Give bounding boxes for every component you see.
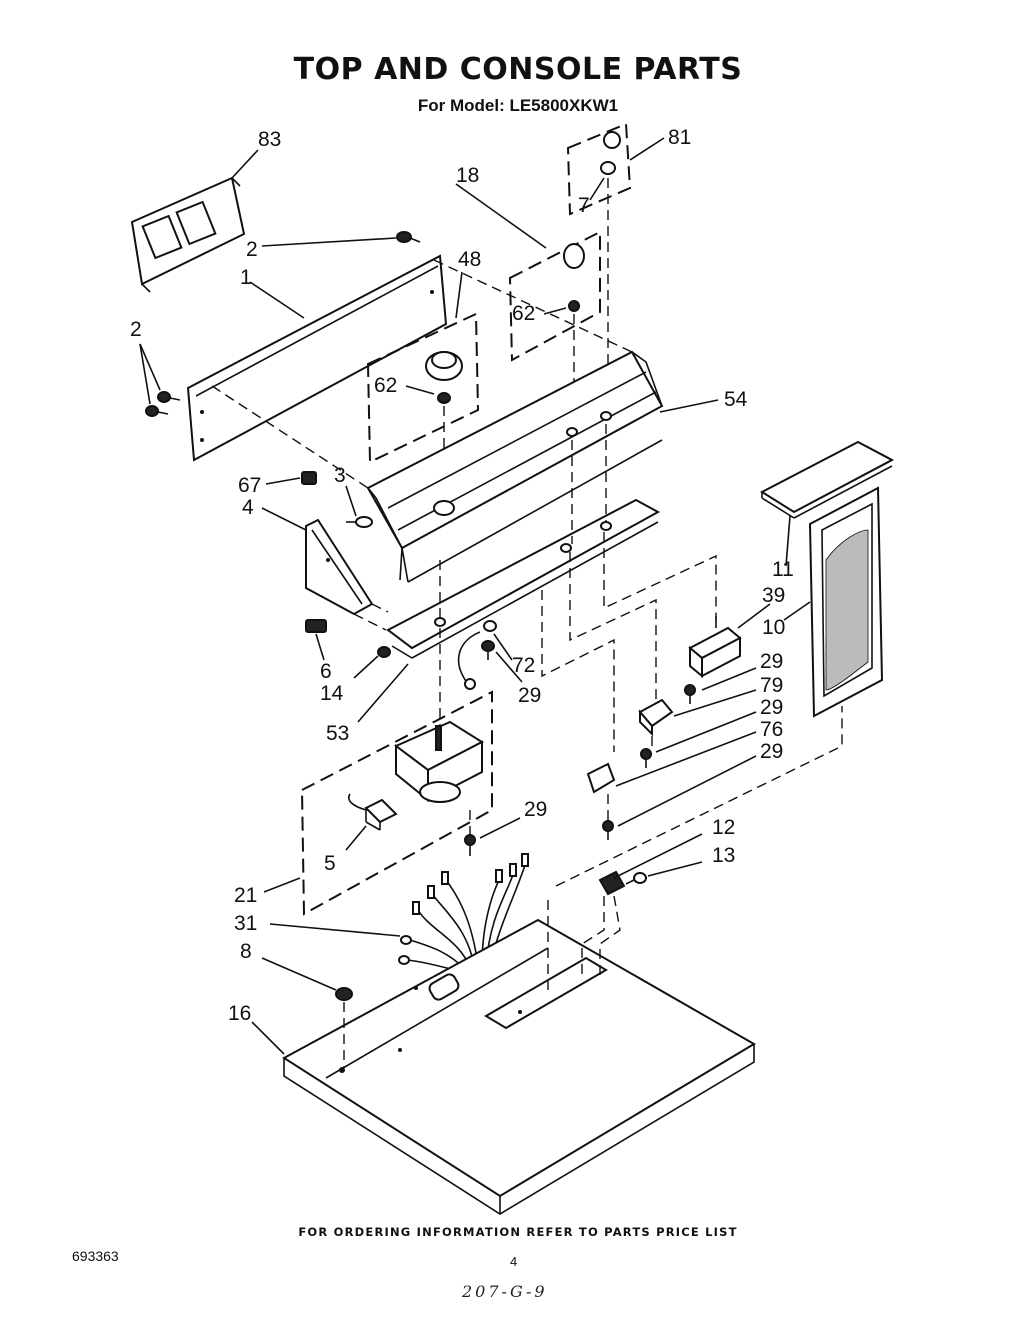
label-14: 14 [320, 682, 344, 705]
part-number-labels: 83 2 1 2 48 18 81 7 62 62 54 67 3 4 6 14… [130, 126, 794, 1025]
label-31: 31 [234, 912, 257, 935]
part-2-screws [145, 231, 421, 417]
label-48: 48 [458, 248, 481, 271]
label-29-e: 29 [524, 798, 547, 821]
part-1-back-panel [186, 254, 448, 462]
label-10: 10 [762, 616, 785, 639]
label-62-upper: 62 [512, 302, 535, 325]
label-7: 7 [578, 194, 590, 217]
part-21-timer-group [301, 631, 493, 916]
part-4-side-bracket [305, 518, 389, 631]
label-21: 21 [234, 884, 257, 907]
part-10-lint-screen [808, 486, 884, 718]
label-29-c: 29 [760, 696, 783, 719]
label-62-lower: 62 [374, 374, 397, 397]
part-81-knob-group [566, 122, 632, 216]
label-79: 79 [760, 674, 783, 697]
part-12-13-fasteners [598, 870, 647, 896]
label-16: 16 [228, 1002, 251, 1025]
label-72: 72 [512, 654, 535, 677]
label-81: 81 [668, 126, 691, 149]
label-12: 12 [712, 816, 735, 839]
label-2-left: 2 [130, 318, 142, 341]
label-1: 1 [240, 266, 252, 289]
part-18-knob-group [508, 230, 601, 362]
label-83: 83 [258, 128, 281, 151]
part-39-switch [688, 616, 742, 679]
label-11: 11 [772, 558, 794, 581]
part-83-end-cap [130, 176, 246, 293]
label-29-a: 29 [518, 684, 541, 707]
part-11-filter-cover [759, 440, 895, 519]
page-number: 4 [510, 1254, 518, 1269]
page-title: TOP AND CONSOLE PARTS [293, 52, 743, 87]
part-72-29-screws [481, 620, 497, 660]
label-29-b: 29 [760, 650, 783, 673]
label-2-top: 2 [246, 238, 258, 261]
label-54: 54 [724, 388, 748, 411]
label-6: 6 [320, 660, 332, 683]
label-29-d: 29 [760, 740, 783, 763]
leader-lines [139, 137, 811, 1055]
label-5: 5 [324, 852, 336, 875]
model-subtitle: For Model: LE5800XKW1 [417, 96, 619, 115]
small-fasteners [301, 471, 391, 658]
ordering-note: FOR ORDERING INFORMATION REFER TO PARTS … [298, 1225, 738, 1239]
part-8-plug [335, 987, 353, 1001]
label-18: 18 [456, 164, 479, 187]
document-number: 693363 [72, 1248, 119, 1264]
part-79-76-switches [464, 684, 696, 856]
part-53-bracket [386, 498, 661, 659]
label-8: 8 [240, 940, 252, 963]
label-53: 53 [326, 722, 349, 745]
handwritten-note: 207-G-9 [462, 1282, 548, 1301]
part-48-knob-group [366, 312, 480, 464]
label-4: 4 [242, 496, 254, 519]
label-3: 3 [334, 464, 346, 487]
part-54-console [366, 350, 664, 583]
part-16-top-panel [282, 918, 756, 1215]
label-76: 76 [760, 718, 783, 741]
label-39: 39 [762, 584, 785, 607]
label-67: 67 [238, 474, 261, 497]
label-13: 13 [712, 844, 735, 867]
